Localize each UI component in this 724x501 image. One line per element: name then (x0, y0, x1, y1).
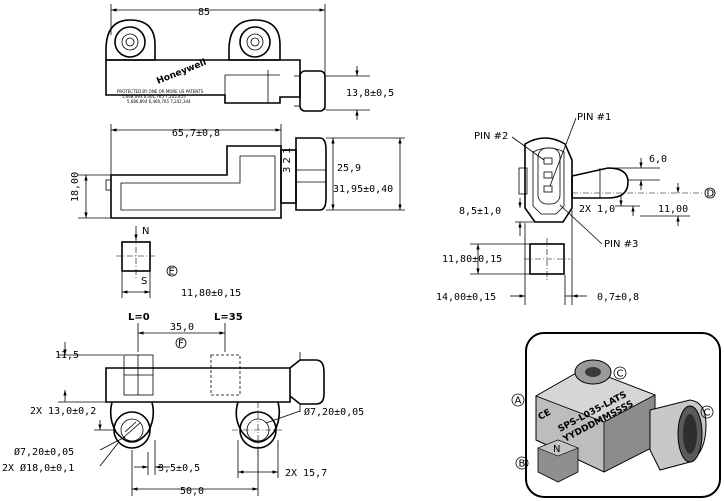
datum-f-label: F (178, 339, 184, 350)
iso-marker-c1: C (617, 369, 624, 380)
bottom-view: L=0 L=35 35,0 F 11,5 2X 13,0±0, (2, 312, 364, 497)
datum-d-label: D (707, 189, 715, 200)
magnet-width-dim: 11,80±0,15 (181, 288, 241, 299)
patent-line-3: 5,686,894 6,469,765 7,242,344 (127, 99, 191, 104)
side-total-dim: 31,95±0,40 (333, 184, 393, 195)
conn-2x1-dim: 2X 1,0 (579, 204, 615, 215)
iso-view: SPS-L035-LATS YYDDDMMSSSS CE N A B C C (511, 332, 721, 498)
l35-label: L=35 (214, 312, 243, 323)
iso-magnet-n: N (553, 444, 560, 455)
conn-07-dim: 0,7±0,8 (597, 292, 639, 303)
iso-marker-c2: C (704, 408, 711, 419)
patent-line-1: PROTECTED BY ONE OR MORE US PATENTS (117, 89, 204, 94)
iso-marker-b: B (519, 459, 526, 470)
pin-numbers: 3 2 1 (282, 148, 293, 173)
l0-label: L=0 (128, 312, 150, 323)
side-view: 65,7±0,8 3 2 1 18,00 25,9 31,95±0,40 (70, 124, 405, 219)
north-label: N (142, 226, 149, 237)
bottom-115-dim: 11,5 (55, 350, 79, 361)
side-length-dim: 65,7±0,8 (172, 128, 220, 139)
south-label: S (141, 276, 147, 287)
bottom-35b-dim: 3,5±0,5 (158, 463, 200, 474)
pin1-label: PIN #1 (577, 112, 611, 123)
datum-d-circle (704, 187, 716, 199)
brand-logo: Honeywell (155, 58, 208, 87)
datum-e-circle (166, 265, 178, 277)
top-view: 85 Honeywell PROTECTED BY ONE OR MORE US… (105, 4, 394, 120)
pin2-label: PIN #2 (474, 131, 508, 142)
conn-11-dim: 11,00 (658, 204, 688, 215)
bottom-hole-left-dim: Ø7,20±0,05 (14, 446, 74, 458)
bottom-50-dim: 50,0 (180, 486, 204, 497)
bottom-18-dim: 2X Ø18,0±0,1 (2, 462, 74, 474)
conn-1180-dim: 11,80±0,15 (442, 254, 502, 265)
iso-marker-a-circle (511, 393, 525, 407)
datum-e-label: E (169, 267, 175, 278)
iso-marker-c2-circle (700, 405, 714, 419)
conn-14-dim: 14,00±0,15 (436, 292, 496, 303)
bottom-hole-right-dim: Ø7,20±0,05 (304, 406, 364, 418)
top-height-dim: 13,8±0,5 (346, 88, 394, 99)
iso-marker-b-circle (515, 456, 529, 470)
iso-marker-a: A (515, 396, 522, 407)
patent-line-2: 5,608,093 6,001,765 7,205,455 (122, 94, 186, 99)
magnet-view: N S E 11,80±0,15 (116, 226, 241, 299)
iso-marker-c1-circle (613, 366, 627, 380)
bottom-157-dim: 2X 15,7 (285, 468, 327, 479)
conn-85-dim: 8,5±1,0 (459, 206, 501, 217)
pin3-label: PIN #3 (604, 239, 638, 250)
bottom-13-dim: 2X 13,0±0,2 (30, 406, 96, 417)
side-conn-dim: 25,9 (337, 163, 361, 174)
iso-frame (525, 332, 721, 498)
side-height-dim: 18,00 (70, 172, 81, 202)
datum-f-circle (175, 337, 187, 349)
top-width-dim: 85 (198, 7, 210, 18)
conn-6-dim: 6,0 (649, 154, 667, 165)
bottom-35-dim: 35,0 (170, 322, 194, 333)
connector-view: PIN #2 PIN #1 PIN #3 6,0 D 2X 1,0 11,00 … (436, 112, 716, 305)
